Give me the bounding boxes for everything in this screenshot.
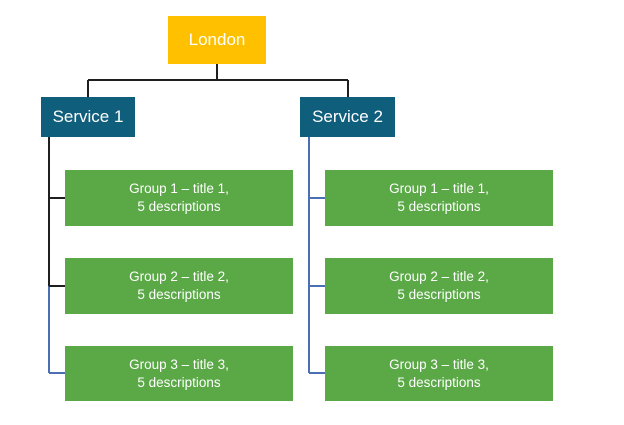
- service-1-group-2-node: Group 2 – title 2, 5 descriptions: [65, 258, 293, 314]
- group-title-line: Group 2 – title 2,: [389, 269, 489, 284]
- group-title-line: Group 2 – title 2,: [129, 269, 229, 284]
- service-1-group-3-node: Group 3 – title 3, 5 descriptions: [65, 346, 293, 401]
- service-2-group-1-node: Group 1 – title 1, 5 descriptions: [325, 170, 553, 226]
- group-description-line: 5 descriptions: [137, 287, 221, 302]
- service-2-group-3-node: Group 3 – title 3, 5 descriptions: [325, 346, 553, 401]
- service-1-label: Service 1: [52, 107, 124, 126]
- group-description-line: 5 descriptions: [137, 199, 221, 214]
- group-description-line: 5 descriptions: [397, 287, 481, 302]
- service-1-group-1-node: Group 1 – title 1, 5 descriptions: [65, 170, 293, 226]
- group-title-line: Group 1 – title 1,: [129, 181, 229, 196]
- root-node-label: London: [188, 30, 246, 49]
- group-description-line: 5 descriptions: [397, 199, 481, 214]
- service-2-label: Service 2: [312, 107, 383, 126]
- service-2-group-2-node: Group 2 – title 2, 5 descriptions: [325, 258, 553, 314]
- group-description-line: 5 descriptions: [137, 374, 221, 390]
- root-node-london: London: [168, 16, 266, 64]
- service-1-node: Service 1: [41, 97, 135, 137]
- group-title-line: Group 1 – title 1,: [389, 181, 489, 196]
- service-2-node: Service 2: [300, 97, 395, 137]
- group-title-line: Group 3 – title 3,: [129, 356, 229, 372]
- group-description-line: 5 descriptions: [397, 374, 481, 390]
- group-title-line: Group 3 – title 3,: [389, 356, 489, 372]
